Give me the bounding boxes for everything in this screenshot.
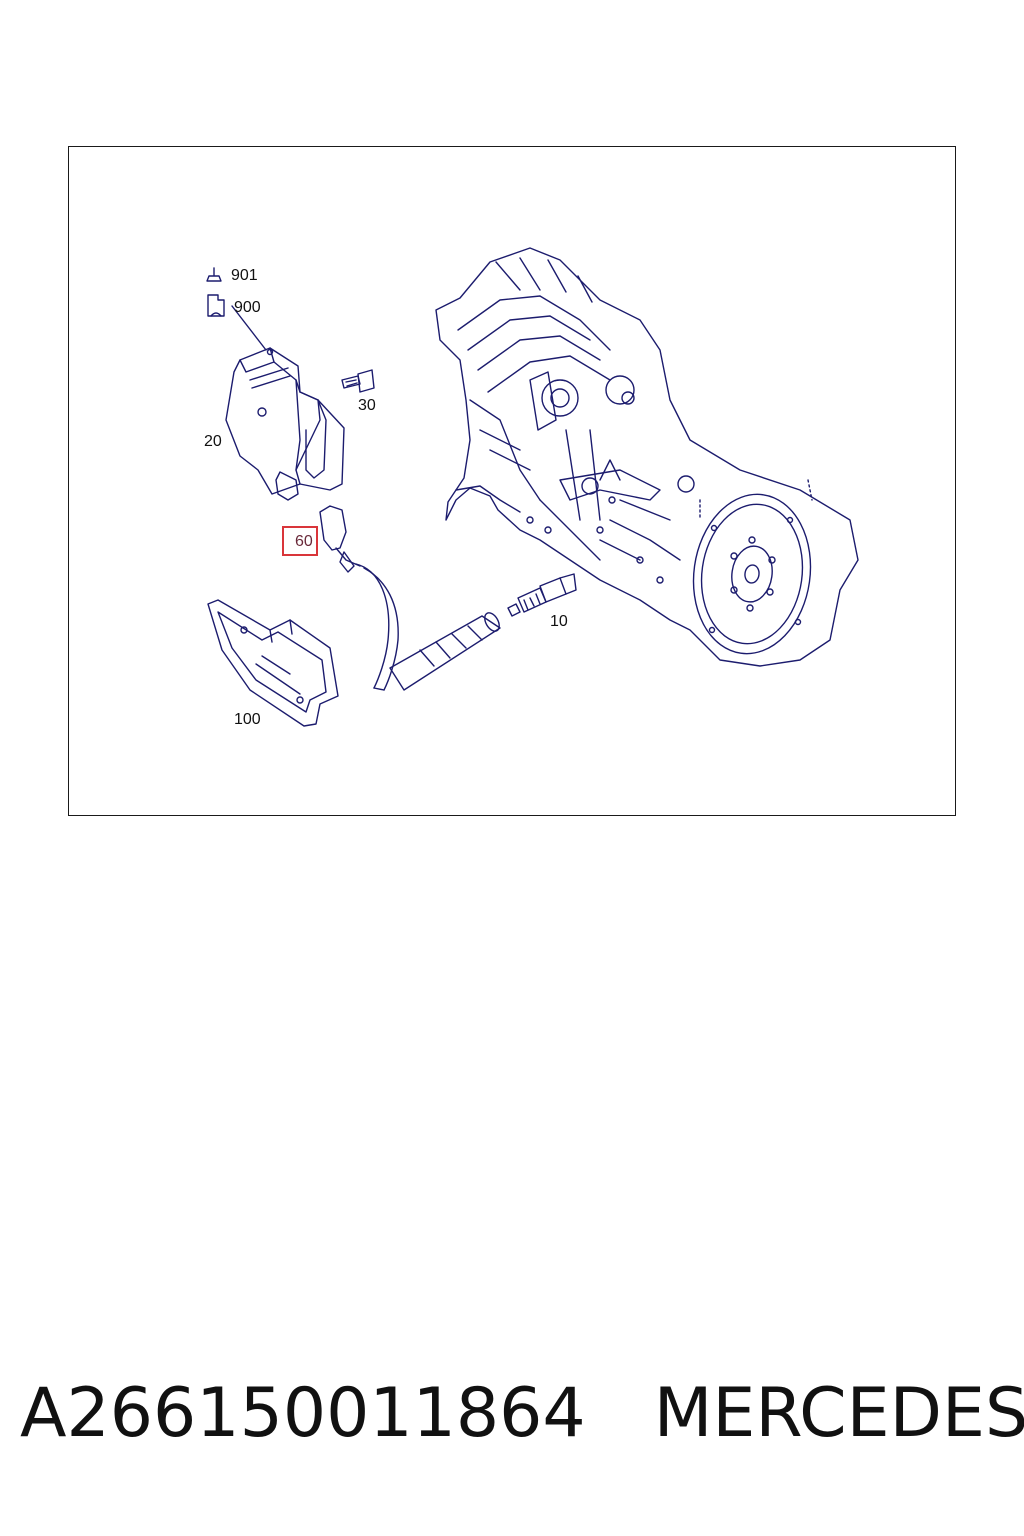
- engine-assembly: [435, 247, 859, 667]
- callout-10[interactable]: 10: [550, 613, 568, 630]
- highlight-box-60: [282, 526, 318, 556]
- caption: A266150011864 MERCEDES: [20, 1374, 1024, 1460]
- flywheel: [692, 479, 813, 655]
- part-20-module: [225, 347, 345, 501]
- callout-60[interactable]: 60: [295, 533, 313, 550]
- part-number: A266150011864: [20, 1374, 586, 1453]
- part-100-plate: [207, 599, 339, 727]
- part-10-spark-plug: [507, 573, 577, 617]
- callout-20[interactable]: 20: [204, 433, 222, 450]
- part-60-ignition-lead: [319, 505, 501, 691]
- callout-900[interactable]: 900: [234, 299, 261, 316]
- callout-100[interactable]: 100: [234, 711, 261, 728]
- part-901-symbol: [206, 267, 222, 282]
- brand-name: MERCEDES: [653, 1374, 1024, 1453]
- part-900-symbol: [207, 294, 225, 317]
- part-30-bolt: [341, 369, 375, 393]
- callout-30[interactable]: 30: [358, 397, 376, 414]
- leader-900: [231, 305, 267, 351]
- callout-901[interactable]: 901: [231, 267, 258, 284]
